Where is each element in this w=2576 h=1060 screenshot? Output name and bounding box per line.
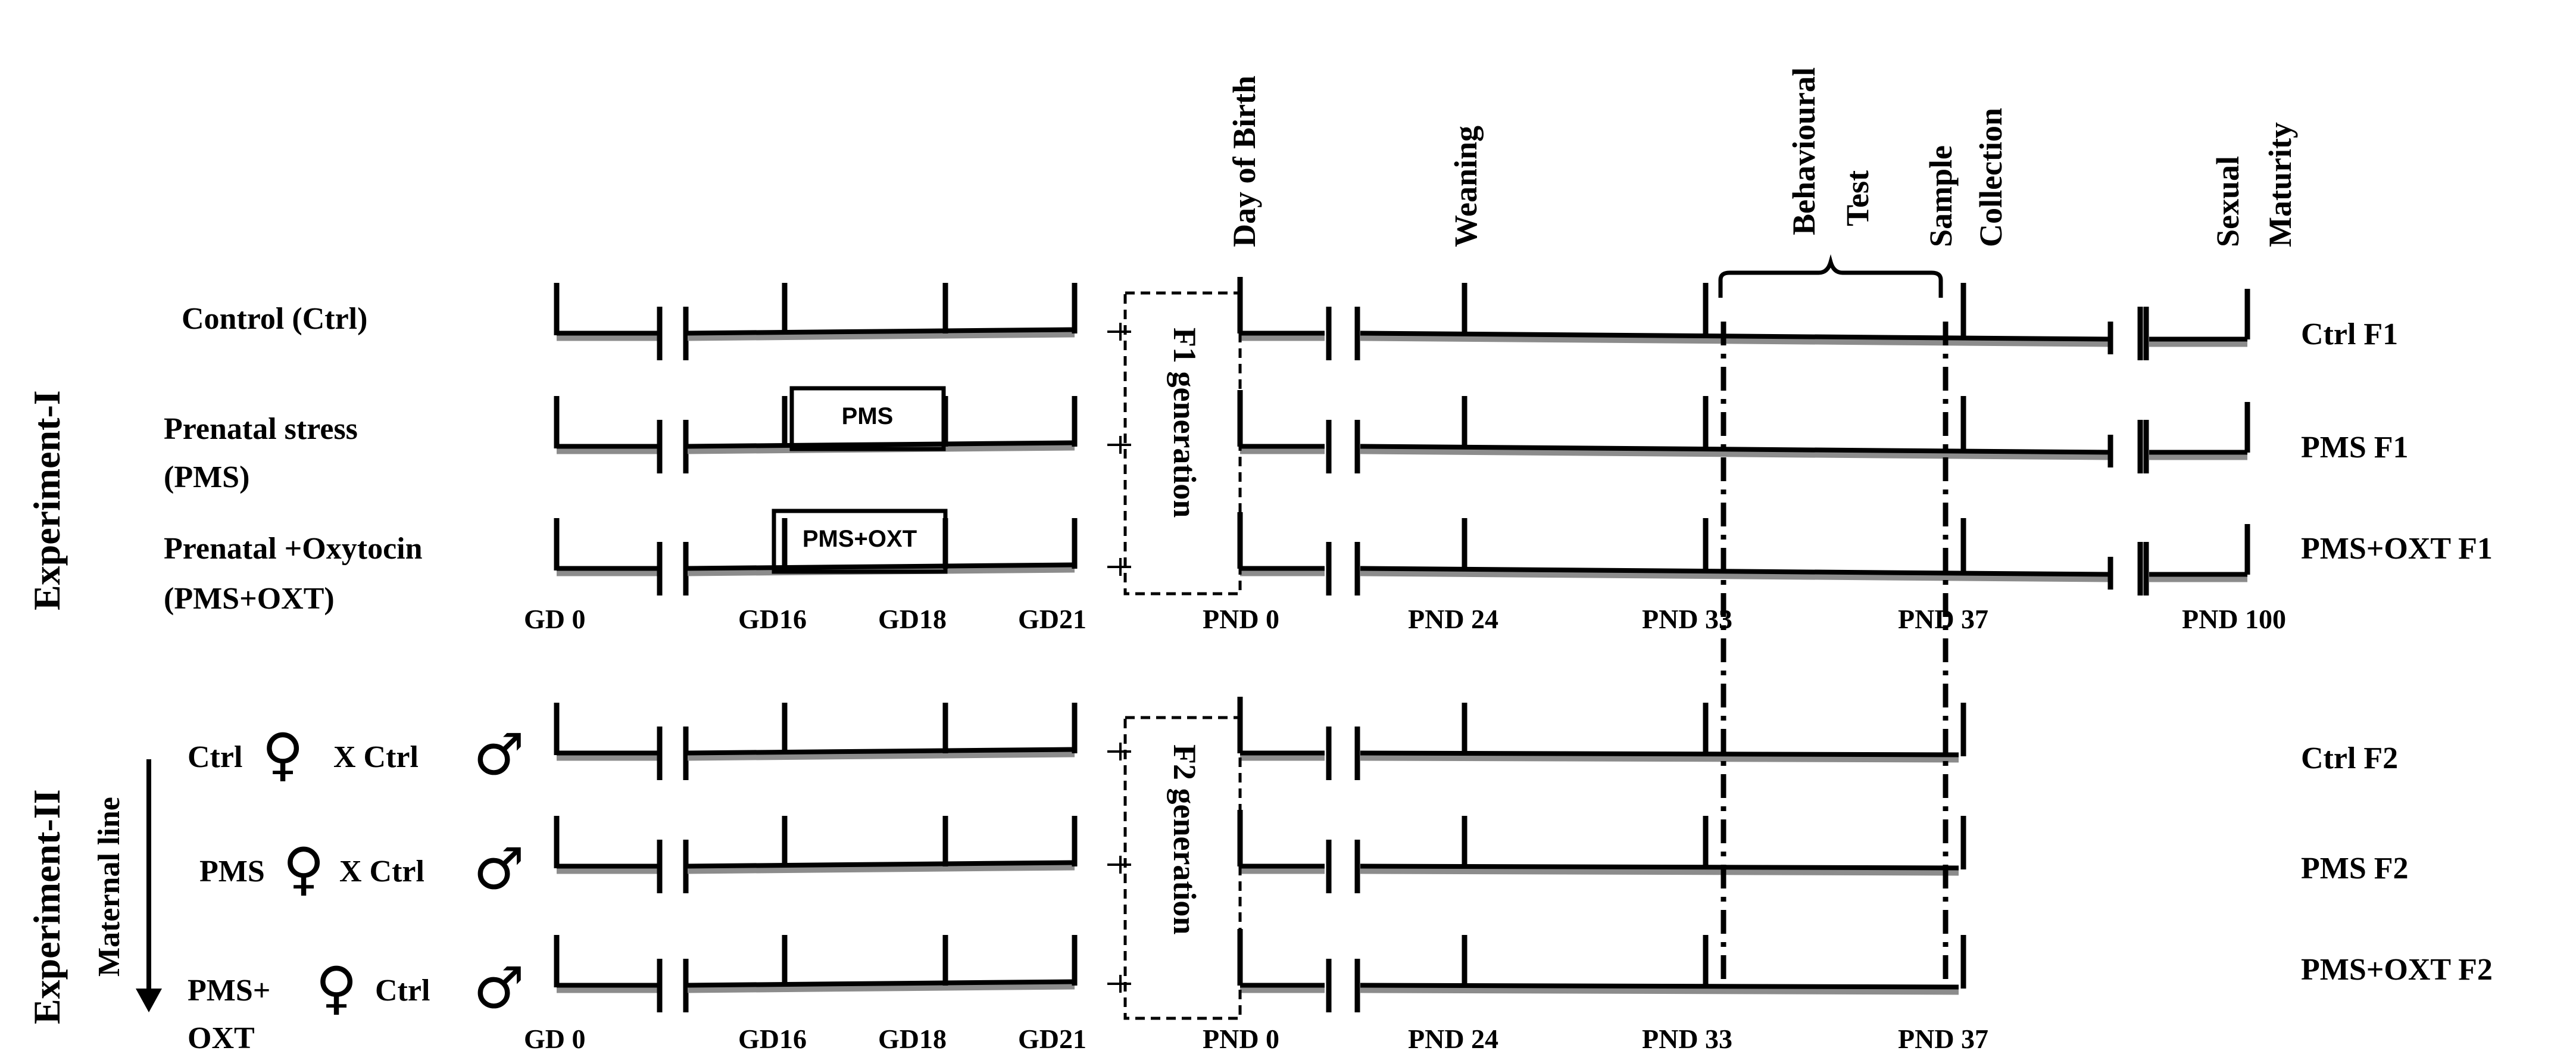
pms-oxt-treatment-box: PMS+OXT bbox=[772, 509, 948, 574]
tick-pnd0: PND 0 bbox=[1203, 1024, 1279, 1054]
tick-pnd33: PND 33 bbox=[1642, 604, 1732, 634]
experiment-2-title: Experiment-II bbox=[26, 789, 68, 1024]
timeline-shadow bbox=[1360, 570, 2111, 582]
tick-gd21: GD21 bbox=[1018, 1024, 1086, 1054]
timeline-shadow bbox=[1360, 448, 2111, 460]
row-label-pms-oxt-cross: PMS+ OXT ♀ Ctrl ♂ bbox=[188, 955, 524, 1055]
tick-gd18: GD18 bbox=[878, 604, 947, 634]
group-label-ctrl-f1: Ctrl F1 bbox=[2301, 317, 2398, 351]
pms-oxt-box-label: PMS+OXT bbox=[803, 526, 917, 552]
female-symbol-icon: ♀ bbox=[283, 835, 324, 902]
timeline-segment bbox=[687, 747, 1075, 756]
row2-3-female-parent-line1: PMS+ bbox=[188, 974, 270, 1008]
timeline-shadow bbox=[687, 984, 1075, 993]
behavioural-test-brace bbox=[1718, 254, 1943, 298]
row2-3-female-parent-line2: OXT bbox=[188, 1021, 255, 1055]
weaning-label: Weaning bbox=[1448, 126, 1484, 247]
tick-pnd100: PND 100 bbox=[2182, 604, 2286, 634]
test-label: Test bbox=[1840, 170, 1875, 226]
sample-label: Sample bbox=[1923, 145, 1959, 247]
pms-box-label: PMS bbox=[842, 403, 894, 429]
behavioural-label: Behavioural bbox=[1786, 67, 1822, 235]
timeline-segment bbox=[687, 979, 1075, 989]
tick-pnd37: PND 37 bbox=[1898, 1024, 1988, 1054]
row-label-prenatal-stress-abbr: (PMS) bbox=[164, 460, 249, 494]
tick-gd18: GD18 bbox=[878, 1024, 947, 1054]
female-symbol-icon: ♀ bbox=[316, 955, 357, 1021]
tick-pnd24: PND 24 bbox=[1408, 1024, 1498, 1054]
tick-gd0: GD 0 bbox=[524, 1024, 586, 1054]
collection-label: Collection bbox=[1973, 108, 2009, 247]
f1-generation-box: F1 generation bbox=[1123, 291, 1242, 596]
row2-3-male-parent: Ctrl bbox=[375, 974, 430, 1008]
timeline-segment bbox=[1360, 331, 2111, 342]
exp2-tick-labels: GD 0 GD16 GD18 GD21 PND 0 PND 24 PND 33 … bbox=[524, 1024, 1988, 1054]
row-label-pms-cross: PMS ♀ X Ctrl ♂ bbox=[199, 835, 524, 902]
timeline-shadow bbox=[1360, 335, 2111, 347]
timepoint-labels: Day of Birth Weaning Behavioural Test Sa… bbox=[1226, 67, 2298, 247]
male-symbol-icon: ♂ bbox=[473, 955, 524, 1021]
row2-1-male-parent: X Ctrl bbox=[333, 740, 419, 774]
male-symbol-icon: ♂ bbox=[473, 721, 524, 788]
male-symbol-icon: ♂ bbox=[473, 835, 524, 902]
pms-treatment-box: PMS bbox=[789, 386, 946, 451]
timeline-shadow bbox=[1360, 755, 1959, 763]
tick-pnd0: PND 0 bbox=[1203, 604, 1279, 634]
timeline-shadow bbox=[687, 752, 1075, 761]
timeline-shadow bbox=[687, 865, 1075, 874]
tick-pnd33: PND 33 bbox=[1642, 1024, 1732, 1054]
group-label-pms-f2: PMS F2 bbox=[2301, 852, 2409, 886]
exp1-tick-labels: GD 0 GD16 GD18 GD21 PND 0 PND 24 PND 33 … bbox=[524, 604, 2286, 634]
group-label-pms-f1: PMS F1 bbox=[2301, 431, 2409, 464]
timeline-segment bbox=[1360, 750, 1959, 758]
tick-gd16: GD16 bbox=[738, 604, 807, 634]
group-label-pms-oxt-f2: PMS+OXT F2 bbox=[2301, 953, 2493, 987]
tick-gd21: GD21 bbox=[1018, 604, 1086, 634]
row-label-prenatal-stress: Prenatal stress bbox=[164, 412, 358, 446]
timeline-segment bbox=[687, 327, 1075, 336]
timeline-segment bbox=[687, 860, 1075, 869]
maternal-line-label: Maternal line bbox=[92, 797, 126, 977]
row-label-control: Control (Ctrl) bbox=[182, 302, 367, 336]
row-label-ctrl-cross: Ctrl ♀ X Ctrl ♂ bbox=[188, 721, 524, 788]
timeline-segment bbox=[1360, 863, 1959, 871]
experiment-1-title: Experiment-I bbox=[26, 390, 68, 610]
row-label-prenatal-oxytocin: Prenatal +Oxytocin bbox=[164, 532, 423, 566]
timeline-shadow bbox=[687, 332, 1075, 341]
tick-gd0: GD 0 bbox=[524, 604, 586, 634]
timeline-segment bbox=[687, 440, 1075, 450]
maturity-label: Maturity bbox=[2262, 122, 2298, 247]
tick-gd16: GD16 bbox=[738, 1024, 807, 1054]
timeline-shadow bbox=[1360, 868, 1959, 876]
maternal-line-arrow bbox=[136, 759, 162, 1012]
group-label-ctrl-f2: Ctrl F2 bbox=[2301, 741, 2398, 775]
group-label-pms-oxt-f1: PMS+OXT F1 bbox=[2301, 532, 2493, 566]
f2-generation-label: F2 generation bbox=[1167, 744, 1203, 934]
f1-generation-label: F1 generation bbox=[1167, 328, 1203, 517]
f2-generation-box: F2 generation bbox=[1123, 716, 1242, 1020]
sexual-label: Sexual bbox=[2210, 156, 2246, 247]
day-of-birth-label: Day of Birth bbox=[1226, 76, 1262, 247]
tick-pnd24: PND 24 bbox=[1408, 604, 1498, 634]
row-label-prenatal-oxytocin-abbr: (PMS+OXT) bbox=[164, 582, 335, 616]
row2-2-female-parent: PMS bbox=[199, 855, 265, 888]
timeline-segment bbox=[687, 562, 1075, 572]
timeline-segment bbox=[1360, 566, 2111, 578]
timelines bbox=[554, 277, 2250, 1012]
timeline-segment bbox=[1360, 444, 2111, 456]
timeline-segment bbox=[1360, 983, 1959, 990]
row2-2-male-parent: X Ctrl bbox=[339, 855, 424, 888]
row2-1-female-parent: Ctrl bbox=[188, 740, 242, 774]
tick-pnd37: PND 37 bbox=[1898, 604, 1988, 634]
female-symbol-icon: ♀ bbox=[262, 721, 304, 788]
timeline-shadow bbox=[1360, 987, 1959, 995]
